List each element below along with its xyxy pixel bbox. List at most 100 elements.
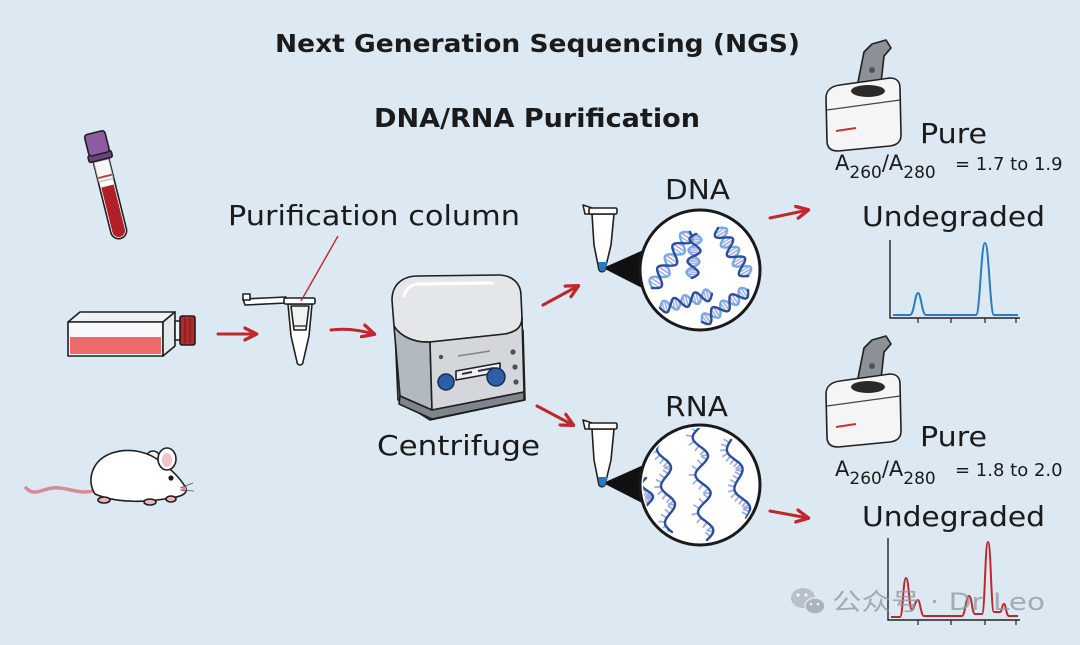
rna-strand-group [719, 438, 752, 520]
dna-label: DNA [665, 173, 730, 206]
dna-base-pair [705, 289, 710, 301]
dna-base-pair [673, 243, 686, 253]
microtube-rim [588, 422, 618, 430]
rna-trace [891, 540, 1018, 618]
rna-microtube-icon [582, 419, 650, 507]
spectrophotometer-logo [835, 423, 857, 428]
dna-base-pair [732, 256, 744, 264]
column-rim [283, 297, 316, 305]
chromatogram-axes [887, 538, 1020, 621]
dna-strand [686, 232, 702, 280]
dna-base-pair [714, 227, 726, 236]
ratio-a2: /A [882, 151, 904, 175]
rna-strand [725, 438, 752, 520]
spectrophotometer-logo [835, 127, 857, 132]
dna-base-pair [731, 293, 739, 305]
dna-strand [658, 288, 714, 311]
rna-magnifier-circle [638, 423, 762, 547]
centrifuge-lid-highlight [402, 281, 494, 298]
flask-medium [70, 337, 161, 354]
dna-base-pair [712, 306, 721, 318]
rna-absorbance-ratio: A260/A280= 1.8 to 2.0 [835, 457, 1063, 489]
ratio-sub2: 280 [903, 163, 935, 183]
arrow-column-to-centrifuge [329, 329, 374, 334]
dna-undegraded-label: Undegraded [862, 200, 1045, 233]
dna-base-pair [671, 246, 683, 255]
arrow-centrifuge-to-rna [535, 404, 573, 425]
dna-double-helix [713, 226, 753, 278]
watermark-text: 公众号 · Dr Leo [832, 588, 1045, 616]
wechat-eye [809, 602, 813, 606]
dna-base-pair [687, 273, 698, 276]
column-insert [290, 305, 310, 331]
dna-base-pair [726, 246, 738, 255]
dna-base-pair [649, 280, 660, 289]
arrow-centrifuge-to-dna [541, 286, 578, 307]
dna-base-pair [721, 238, 734, 248]
spectrophotometer-edge [826, 99, 901, 111]
wechat-eye [816, 602, 820, 606]
chromatogram-ticks [917, 620, 1017, 625]
dna-strand [713, 226, 750, 278]
ratio-sub1: 260 [849, 163, 881, 183]
mouse-ear-inner [162, 453, 172, 467]
rna-sample [582, 419, 762, 547]
microtube-rim [588, 207, 618, 215]
spectrophotometer-icon [825, 335, 902, 448]
spectrophotometer-icon [825, 39, 902, 152]
mouse-eye [168, 475, 174, 481]
mouse-foot [165, 495, 177, 503]
dna-base-pair [738, 265, 750, 274]
column-leader-line [300, 235, 339, 302]
dna-base-pair [703, 313, 712, 324]
rna-pellet [598, 477, 608, 487]
dna-base-pair [687, 259, 700, 263]
dna-base-pair [684, 294, 690, 307]
dna-base-pair [663, 300, 669, 313]
ratio-a2: /A [882, 457, 904, 481]
spin-column-icon [242, 293, 316, 366]
dna-strand [658, 291, 714, 314]
magnifier-cone [603, 463, 650, 507]
tube-cap [83, 129, 110, 157]
microtube-body [591, 213, 615, 273]
mouse-foot [97, 496, 111, 504]
magnifier-cone [603, 248, 650, 292]
mouse-icon [24, 447, 195, 506]
ratio-range: = 1.7 to 1.9 [955, 154, 1063, 175]
microtube-body [591, 428, 615, 488]
dna-base-pair [689, 251, 700, 254]
purification-column-label: Purification column [228, 199, 520, 232]
rna-pure-label: Pure [920, 420, 987, 453]
dna-double-helix [648, 230, 694, 290]
dna-strand [716, 226, 753, 278]
rna-base [643, 509, 646, 513]
column-lid-tab [242, 293, 251, 301]
centrifuge-knob-left [437, 373, 455, 391]
dna-base-pair [690, 240, 701, 243]
flask-cap [179, 315, 196, 346]
centrifuge-button [510, 349, 516, 355]
dna-base-pair [686, 270, 699, 274]
dna-trace [893, 241, 1018, 316]
rna-strand-group [685, 428, 715, 542]
dna-double-helix [685, 232, 703, 280]
dna-double-helix [700, 286, 750, 326]
page-subtitle: DNA/RNA Purification [374, 104, 700, 134]
dna-base-pair [720, 236, 732, 245]
wechat-eye [804, 593, 808, 597]
mouse-foot [143, 498, 157, 506]
rna-label: RNA [665, 390, 728, 423]
rna-base [643, 511, 647, 517]
centrifuge-knob-right [486, 367, 506, 387]
mouse-whiskers [179, 482, 195, 492]
watermark: 公众号 · Dr Leo [791, 588, 1045, 616]
dna-base-pair [715, 229, 728, 238]
spectrophotometer-arm-hinge [869, 363, 875, 369]
rna-undegraded-label: Undegraded [862, 500, 1045, 533]
dna-base-pair [664, 257, 676, 266]
dna-strand [650, 230, 694, 290]
wechat-icon [791, 588, 826, 615]
arrow-rna-to-quality [768, 511, 808, 518]
